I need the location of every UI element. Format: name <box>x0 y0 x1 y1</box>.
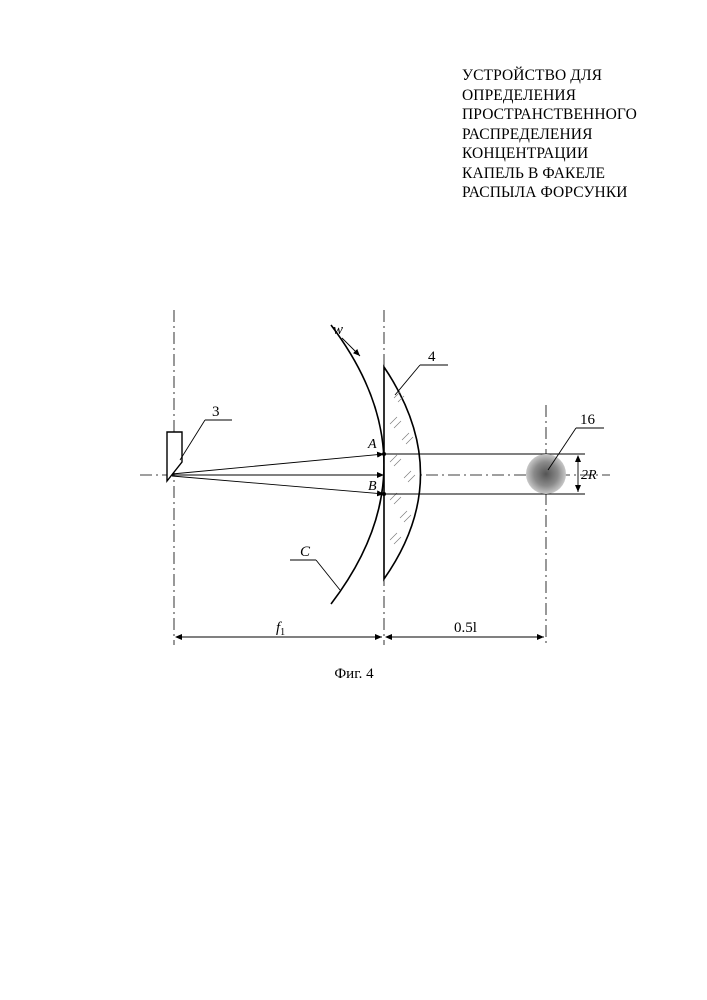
label-f1: f1 <box>276 620 285 638</box>
lens-4 <box>384 367 421 579</box>
label-C: C <box>300 544 311 560</box>
label-half-l: 0.5l <box>454 620 477 636</box>
leader-line-4 <box>395 365 420 395</box>
surface-C <box>331 325 384 604</box>
label-3: 3 <box>212 404 220 420</box>
label-A: A <box>367 437 377 452</box>
leader-line-C <box>316 560 340 590</box>
spray-spot-16 <box>526 454 566 494</box>
label-w: w <box>333 322 343 338</box>
label-B: B <box>368 479 377 494</box>
leader-line-3 <box>180 420 205 460</box>
figure-caption: Фиг. 4 <box>334 666 374 682</box>
label-f1-subscript: 1 <box>280 627 285 638</box>
ray-to-A <box>172 454 384 474</box>
label-4: 4 <box>428 349 436 365</box>
ray-to-B <box>172 476 384 494</box>
label-16: 16 <box>580 412 596 428</box>
label-2R: 2R <box>581 468 597 483</box>
